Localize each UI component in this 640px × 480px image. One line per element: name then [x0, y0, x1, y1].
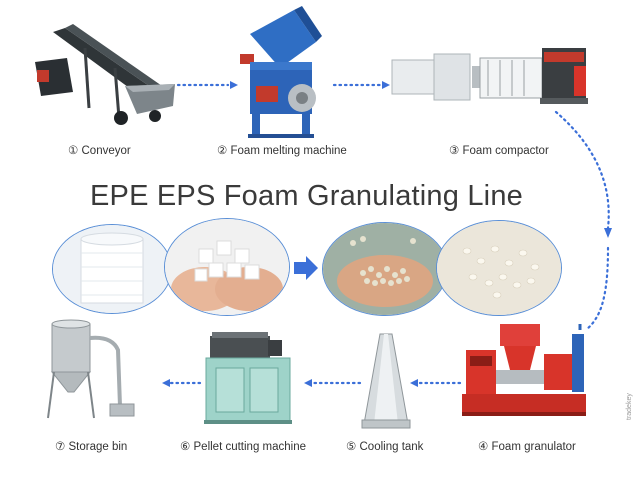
cooling-tank-image — [361, 333, 411, 429]
foam-granules-in-hands-image — [322, 222, 448, 316]
foam-compactor-image — [391, 48, 588, 104]
pellet-cutting-machine-image — [204, 332, 292, 424]
storage-bin-image — [47, 319, 135, 419]
step-label-foam-compactor: ③ Foam compactor — [449, 145, 549, 157]
step-label-foam-melting-machine: ② Foam melting machine — [217, 145, 347, 157]
watermark: tradekey — [626, 393, 633, 420]
conveyor-image — [35, 24, 175, 125]
epe-foam-roll-image — [52, 224, 172, 314]
step-label-foam-granulator: ④ Foam granulator — [478, 441, 576, 453]
step-label-storage-bin: ⑦ Storage bin — [55, 441, 128, 453]
step-label-cooling-tank: ⑤ Cooling tank — [346, 441, 424, 453]
foam-melting-machine-image — [240, 6, 322, 138]
eps-foam-cubes-in-hands-image — [164, 218, 290, 316]
step-label-conveyor: ① Conveyor — [68, 145, 131, 157]
diagram-title: EPE EPS Foam Granulating Line — [90, 180, 523, 212]
foam-granulator-image — [462, 324, 586, 416]
step-label-pellet-cutting-machine: ⑥ Pellet cutting machine — [180, 441, 307, 453]
white-pellets-image — [436, 220, 562, 316]
